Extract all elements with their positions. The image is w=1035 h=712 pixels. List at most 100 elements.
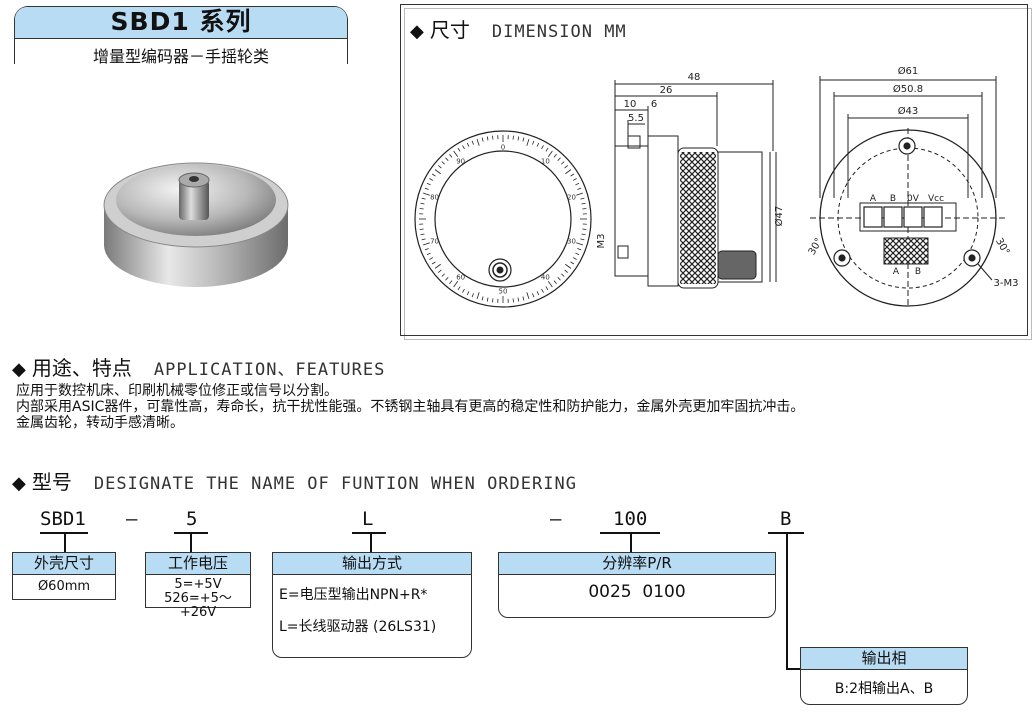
output-b: B (915, 267, 921, 277)
dial-tick (466, 142, 470, 147)
dial-tick (421, 197, 426, 200)
dial-tick (462, 288, 465, 293)
dial-number: 10 (541, 157, 550, 165)
output-box-line-1: E=电压型输出NPN+R* (279, 587, 428, 603)
diamond-icon: ◆ (410, 21, 424, 42)
phase-box-title: 输出相 (801, 648, 967, 670)
rear-view-drawing: Ø61 Ø50.8 Ø43 A B 0V Vcc A B 30° 30° 3-M… (807, 65, 1018, 308)
product-photo (103, 162, 289, 287)
dial-tick (426, 252, 431, 256)
dial-tick (492, 298, 494, 303)
dial-tick (441, 273, 445, 277)
dial-tick (420, 202, 425, 205)
dial-tick (557, 157, 561, 161)
dial-tick (457, 286, 461, 291)
dial-tick (449, 280, 453, 284)
code-dash-1: — (126, 508, 138, 530)
dial-tick (553, 154, 557, 158)
dial-tick (471, 293, 474, 298)
dial-tick (434, 169, 441, 175)
dial-tick (419, 208, 424, 210)
dial-tick (570, 261, 575, 265)
size-box: 外壳尺寸 Ø60mm (12, 552, 116, 600)
diamond-icon: ◆ (12, 359, 26, 380)
dial-tick (577, 187, 582, 190)
dim-d47: Ø47 (773, 206, 785, 227)
code-model: SBD1 (40, 508, 86, 530)
dial-number: 0 (501, 144, 505, 152)
dial-tick (565, 263, 572, 269)
dial-tick (441, 161, 445, 165)
dial-tick (572, 257, 577, 260)
dial-number: 70 (430, 238, 439, 246)
dim-10: 10 (624, 99, 637, 110)
dial-tick (581, 233, 586, 236)
ordering-heading: ◆ 型号 DESIGNATE THE NAME OF FUNTION WHEN … (12, 470, 577, 494)
size-box-value: Ø60mm (37, 579, 91, 594)
dial-tick (576, 242, 584, 246)
dial-tick (526, 292, 530, 300)
dial-tick (486, 297, 489, 302)
dial-tick (445, 157, 449, 161)
dial-tick (580, 238, 585, 241)
application-text: 应用于数控机床、印刷机械零位修正或信号以分割。 内部采用ASIC器件，可靠性高，… (16, 383, 1031, 431)
dial-tick (526, 138, 530, 146)
dial-tick (576, 192, 584, 196)
dial-tick (545, 286, 549, 291)
dial-tick (570, 173, 575, 177)
diamond-icon: ◆ (12, 473, 26, 494)
dial-tick (532, 293, 535, 298)
series-title: SBD1 系列 (15, 7, 347, 39)
dial-number: 30 (567, 238, 576, 246)
dial-tick (541, 145, 544, 150)
dimension-frame (400, 4, 1028, 336)
code-resolution: 100 (613, 508, 648, 530)
resolution-box: 分辨率P/R 0025 0100 (498, 552, 776, 618)
dial-tick (422, 192, 430, 196)
dial-tick (481, 137, 484, 142)
dim-d43: Ø43 (898, 105, 919, 117)
dial-tick (557, 277, 561, 281)
voltage-box-line-2: 526=+5～+26V (164, 591, 232, 620)
output-box: 输出方式 E=电压型输出NPN+R* L=长线驱动器 (26LS31) (272, 552, 472, 658)
code-phase: B (780, 508, 792, 530)
dial-tick (453, 281, 459, 288)
dial-tick (565, 169, 572, 175)
dial-number: 50 (499, 288, 508, 296)
size-box-title: 外壳尺寸 (13, 553, 115, 575)
dial-tick (457, 147, 461, 152)
terminal-vcc: Vcc (928, 194, 944, 204)
dial-tick (438, 165, 442, 169)
dial-tick (424, 187, 429, 190)
application-line-1: 应用于数控机床、印刷机械零位修正或信号以分割。 (16, 383, 338, 399)
dial-tick (561, 273, 565, 277)
dial-tick (545, 147, 549, 152)
dimension-heading: ◆ 尺寸 DIMENSION MM (410, 18, 627, 42)
dim-m3: M3 (596, 234, 607, 249)
voltage-box-line-1: 5=+5V (174, 577, 222, 592)
angle-right: 30° (993, 236, 1011, 257)
dial-tick (492, 135, 494, 140)
terminal-b: B (890, 194, 896, 204)
dial-tick (462, 145, 465, 150)
dial-tick (517, 297, 520, 302)
phase-box: 输出相 B:2相输出A、B (800, 647, 968, 705)
terminal-a: A (870, 194, 877, 204)
dial-tick (486, 136, 489, 141)
dial-tick (466, 291, 470, 296)
dim-26: 26 (660, 85, 673, 96)
dial-tick (431, 173, 436, 177)
dial-tick (429, 178, 434, 181)
dial-tick (445, 277, 449, 281)
output-box-title: 输出方式 (273, 553, 471, 575)
dial-tick (476, 138, 480, 146)
dial-tick (582, 208, 587, 210)
dim-5-5: 5.5 (628, 113, 644, 124)
dial-tick (438, 269, 442, 273)
dial-tick (564, 165, 568, 169)
dial-tick (431, 261, 436, 265)
resolution-box-value: 0025 0100 (588, 582, 686, 602)
dial-number: 90 (456, 157, 465, 165)
dial-tick (471, 140, 474, 145)
